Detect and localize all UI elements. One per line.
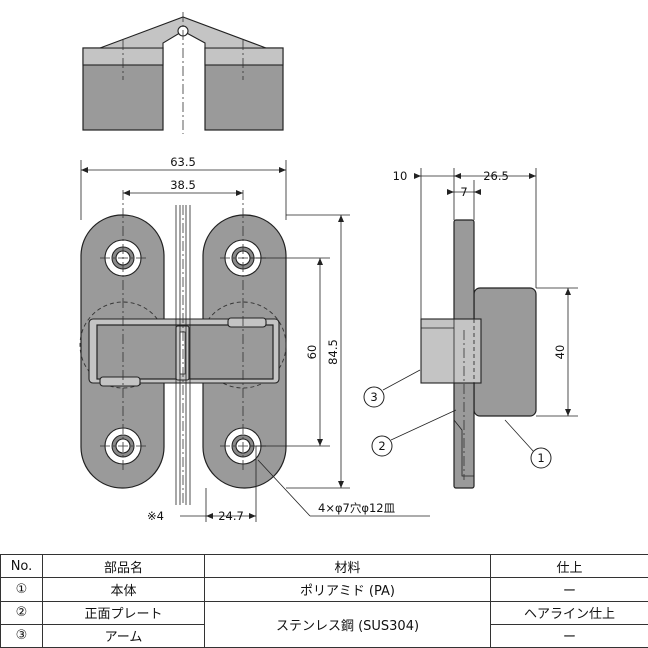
top-view-arm <box>99 16 267 49</box>
dim-hole-pitch: 38.5 <box>170 178 196 192</box>
dim-overall-width: 63.5 <box>170 155 196 169</box>
header-material: 材料 <box>204 553 491 579</box>
side-view: 10 26.5 7 40 3 2 1 <box>363 168 578 489</box>
front-view: 63.5 38.5 60 84.5 24.7 ※4 4×φ7穴φ12皿 <box>79 155 430 523</box>
row-material: ポリアミド (PA) <box>204 577 491 602</box>
parts-table: No. 部品名 材料 仕上 ① 本体 ポリアミド (PA) ー ② 正面プレート… <box>0 553 648 648</box>
table-header-row: No. 部品名 材料 仕上 <box>0 553 648 579</box>
row-no: ② <box>0 600 43 625</box>
dim-side-10: 10 <box>393 169 408 183</box>
header-part-name: 部品名 <box>42 553 205 579</box>
row-finish: ー <box>490 623 648 648</box>
row-finish: ー <box>490 577 648 602</box>
table-row: ② 正面プレート ステンレス鋼 (SUS304) ヘアライン仕上 <box>0 600 648 648</box>
callout-1 <box>530 447 552 469</box>
side-arm <box>420 318 482 384</box>
dim-side-26-5: 26.5 <box>483 169 509 183</box>
dim-side-7: 7 <box>460 185 467 199</box>
row-material: ステンレス鋼 (SUS304) <box>204 600 491 648</box>
callout-2 <box>371 435 393 457</box>
top-view-right-plate <box>204 47 284 66</box>
row-no: ① <box>0 577 43 602</box>
row-part-name: 本体 <box>42 577 205 602</box>
callout-3-label: 3 <box>370 390 377 404</box>
table-row: ① 本体 ポリアミド (PA) ー <box>0 577 648 602</box>
top-view <box>82 12 284 134</box>
row-no: ③ <box>0 623 43 648</box>
header-no: No. <box>0 553 43 579</box>
hole-spec-note: 4×φ7穴φ12皿 <box>318 501 396 515</box>
dim-height-60: 60 <box>305 345 319 360</box>
hinge-drawing: 63.5 38.5 60 84.5 24.7 ※4 4×φ7穴φ12皿 <box>79 12 578 523</box>
callout-1-label: 1 <box>537 451 544 465</box>
dim-height-40: 40 <box>553 345 567 360</box>
row-finish: ヘアライン仕上 <box>490 600 648 625</box>
row-part-name: 正面プレート <box>42 600 205 625</box>
header-finish: 仕上 <box>490 553 648 579</box>
row-part-name: アーム <box>42 623 205 648</box>
dim-height-84-5: 84.5 <box>326 339 340 365</box>
table-row: ③ アーム ー <box>0 623 648 648</box>
callout-3 <box>363 386 385 408</box>
callout-2-label: 2 <box>378 439 385 453</box>
dim-note-4: ※4 <box>147 509 164 523</box>
dim-offset-24-7: 24.7 <box>218 509 244 523</box>
side-body <box>473 287 537 417</box>
